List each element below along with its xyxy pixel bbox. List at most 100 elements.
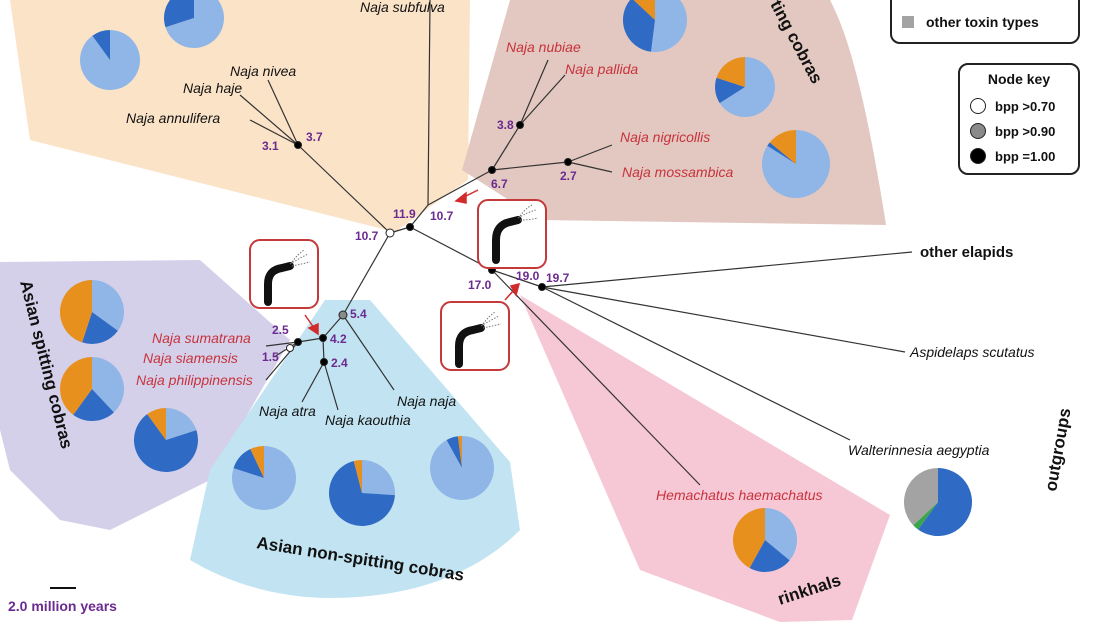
- pie-mossambica-slice-orange: [769, 130, 796, 164]
- pie-annulifera-slice-dark: [92, 30, 110, 60]
- label-naja-mossambica: Naja mossambica: [622, 164, 733, 180]
- node-key: Node key bpp >0.70 bpp >0.90 bpp =1.00: [958, 63, 1080, 175]
- pie-mossambica: [762, 130, 830, 198]
- pie-haje-slice-light: [165, 0, 224, 48]
- branch-other-elapids: [541, 251, 913, 288]
- pie-philippinensis: [134, 408, 198, 472]
- label-naja-naja: Naja naja: [397, 393, 456, 409]
- pie-hemachatus-slice-dark: [749, 540, 790, 573]
- label-aspidelaps: Aspidelaps scutatus: [909, 344, 1035, 360]
- label-walterinnesia: Walterinnesia aegyptia: [848, 442, 990, 458]
- pie-nubiae: [623, 0, 687, 52]
- node-asian-crown: [338, 310, 348, 320]
- age-17.0: 17.0: [468, 278, 492, 292]
- node-siamensis: [286, 344, 294, 352]
- age-10.7-crown: 10.7: [355, 229, 379, 243]
- node-naja-crown: [385, 228, 395, 238]
- pie-nubiae-slice-light: [650, 0, 687, 52]
- branches: [239, 0, 913, 486]
- branch-mossambica: [567, 161, 613, 173]
- pie-pallida-slice-dark: [715, 77, 745, 104]
- pie-pallida: [715, 57, 775, 117]
- branch-nivea: [267, 79, 299, 146]
- clade-african-non-spitting-bg: [10, 0, 470, 232]
- label-naja-pallida: Naja pallida: [565, 61, 638, 77]
- node-key-row-090: bpp >0.90: [970, 120, 1055, 142]
- pie-siamensis-slice-light: [92, 357, 124, 413]
- scale-bar-line: [50, 587, 76, 589]
- pie-sumatrana-slice-light: [92, 280, 125, 331]
- label-naja-kaouthia: Naja kaouthia: [325, 412, 411, 428]
- age-11.9: 11.9: [393, 207, 416, 221]
- branch-subfulva: [427, 0, 431, 206]
- toxin-label-other: other toxin types: [926, 14, 1039, 30]
- pie-philippinensis-slice-dark: [134, 414, 198, 472]
- pie-haje-slice-dark: [164, 0, 194, 28]
- pie-pallida-slice-orange: [716, 57, 745, 87]
- scale-bar-label: 2.0 million years: [8, 598, 117, 614]
- toxin-legend: other toxin types: [890, 0, 1080, 44]
- toxin-pies: [59, 0, 972, 573]
- node-key-label-090: bpp >0.90: [995, 123, 1056, 139]
- pie-haje: [164, 0, 224, 48]
- toxin-swatch-other: [902, 16, 914, 28]
- pie-siamensis-slice-orange: [59, 357, 92, 415]
- age-2.5: 2.5: [272, 323, 289, 337]
- spitting-icon-rinkhals: [440, 301, 510, 371]
- age-3.7: 3.7: [306, 130, 323, 144]
- branch-pallida: [519, 74, 566, 126]
- taxon-labels: Naja subfulva Naja nivea Naja haje Naja …: [126, 0, 1035, 503]
- pie-kaouthia: [329, 460, 396, 527]
- node-key-dot-black-icon: [970, 148, 986, 164]
- pie-sumatrana: [60, 280, 125, 345]
- branch-walterinnesia: [541, 286, 851, 441]
- branch-kaouthia: [323, 361, 339, 411]
- age-2.7: 2.7: [560, 169, 577, 183]
- age-6.7: 6.7: [491, 177, 508, 191]
- node-key-dot-grey-icon: [970, 123, 986, 139]
- pie-naja-slice-dark: [446, 436, 462, 468]
- pie-nubiae-slice-dark: [623, 0, 655, 52]
- pie-kaouthia-slice-light: [362, 460, 396, 496]
- node-key-row-100: bpp =1.00: [970, 145, 1055, 167]
- pie-walterinnesia-slice-dark: [918, 468, 972, 536]
- clade-asian-non-spitting-bg: [190, 300, 520, 598]
- node-key-label-070: bpp >0.70: [995, 98, 1056, 114]
- label-other-elapids: other elapids: [920, 244, 1013, 261]
- spitting-arrows: [304, 189, 521, 336]
- pie-hemachatus: [733, 508, 798, 573]
- pie-naja-slice-orange: [457, 436, 462, 468]
- age-3.8: 3.8: [497, 118, 514, 132]
- spitting-icon-africa: [477, 199, 547, 269]
- label-naja-haje: Naja haje: [183, 80, 242, 96]
- branch-naja: [342, 314, 395, 391]
- age-19.7: 19.7: [546, 271, 570, 285]
- node-outgroup: [538, 283, 546, 291]
- pie-atra-slice-orange: [250, 446, 264, 478]
- pie-walterinnesia-slice-grey: [904, 468, 938, 526]
- pie-atra-slice-dark: [233, 449, 264, 478]
- node-key-title: Node key: [987, 71, 1051, 87]
- branch-nubiae: [519, 59, 549, 126]
- label-naja-philippinensis: Naja philippinensis: [136, 372, 253, 388]
- pie-sumatrana-slice-orange: [60, 280, 92, 343]
- pie-siamensis: [59, 357, 124, 422]
- node-spitting-africa: [488, 166, 496, 174]
- branch-nigricollis: [567, 144, 613, 163]
- label-naja-annulifera: Naja annulifera: [126, 110, 220, 126]
- pie-kaouthia-slice-orange: [353, 460, 362, 493]
- node-afr-split: [406, 223, 414, 231]
- branch-aspidelaps: [541, 286, 906, 353]
- pie-atra: [231, 446, 296, 510]
- label-naja-siamensis: Naja siamensis: [143, 350, 238, 366]
- age-19.0: 19.0: [516, 269, 540, 283]
- node-key-label-100: bpp =1.00: [995, 148, 1056, 164]
- age-2.4: 2.4: [331, 356, 348, 370]
- branch-annulifera: [249, 119, 299, 146]
- branch-sumatrana: [265, 341, 299, 347]
- pie-pallida-slice-light: [719, 57, 775, 117]
- pie-mossambica-slice-dark: [767, 142, 796, 164]
- node-key-row-070: bpp >0.70: [970, 95, 1055, 117]
- pie-naja: [430, 436, 494, 500]
